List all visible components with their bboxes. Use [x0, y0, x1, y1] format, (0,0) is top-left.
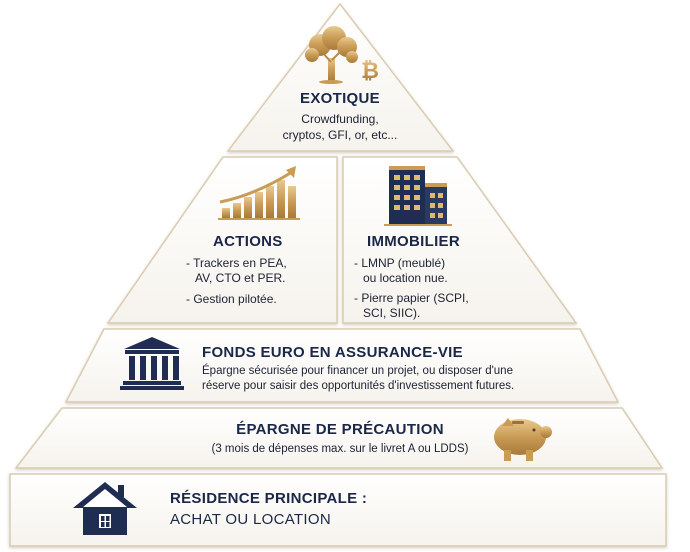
tier-immobilier-title: IMMOBILIER	[367, 233, 460, 250]
tier-actions-item: - Trackers en PEA,	[186, 256, 287, 270]
tier-exotique	[226, 2, 455, 152]
tier-exotique-line1: Crowdfunding,	[301, 112, 379, 126]
tier-fonds-euro-line2: réserve pour saisir des opportunités d'i…	[202, 380, 515, 392]
piggy-bank-icon	[494, 418, 552, 461]
tier-exotique-title: EXOTIQUE	[300, 90, 380, 107]
tier-residence-line1: RÉSIDENCE PRINCIPALE :	[170, 490, 368, 507]
tier-immobilier-item: SCI, SIIC).	[363, 306, 421, 320]
tier-precaution-title: ÉPARGNE DE PRÉCAUTION	[236, 421, 444, 438]
tier-actions-list: - Trackers en PEA, AV, CTO et PER. - Ges…	[186, 256, 336, 307]
rising-bar-chart-icon	[218, 166, 300, 220]
house-icon	[73, 482, 137, 535]
tier-precaution-subtitle: (3 mois de dépenses max. sur le livret A…	[211, 443, 469, 455]
tier-precaution	[14, 407, 664, 469]
tier-fonds-euro	[64, 328, 620, 403]
svg-text:₿: ₿	[361, 58, 379, 83]
tree-bitcoin-icon: ₿	[305, 26, 379, 84]
tier-immobilier-list: - LMNP (meublé) ou location nue. - Pierr…	[354, 256, 554, 321]
tier-exotique-line2: cryptos, GFI, or, etc...	[282, 128, 398, 142]
bank-icon	[120, 337, 184, 390]
tier-fonds-euro-title: FONDS EURO EN ASSURANCE-VIE	[202, 344, 463, 361]
tier-fonds-euro-line1: Épargne sécurisée pour financer un proje…	[202, 365, 513, 377]
tier-residence-line2: ACHAT OU LOCATION	[170, 511, 331, 528]
tier-immobilier-item: - Pierre papier (SCPI,	[354, 291, 469, 305]
tier-immobilier-item: ou location nue.	[363, 271, 448, 285]
tier-actions-item: AV, CTO et PER.	[195, 271, 286, 285]
buildings-icon	[384, 166, 452, 226]
tier-actions-item: - Gestion pilotée.	[186, 292, 277, 306]
tier-immobilier-item: - LMNP (meublé)	[354, 256, 446, 270]
tier-actions-title: ACTIONS	[213, 233, 283, 250]
